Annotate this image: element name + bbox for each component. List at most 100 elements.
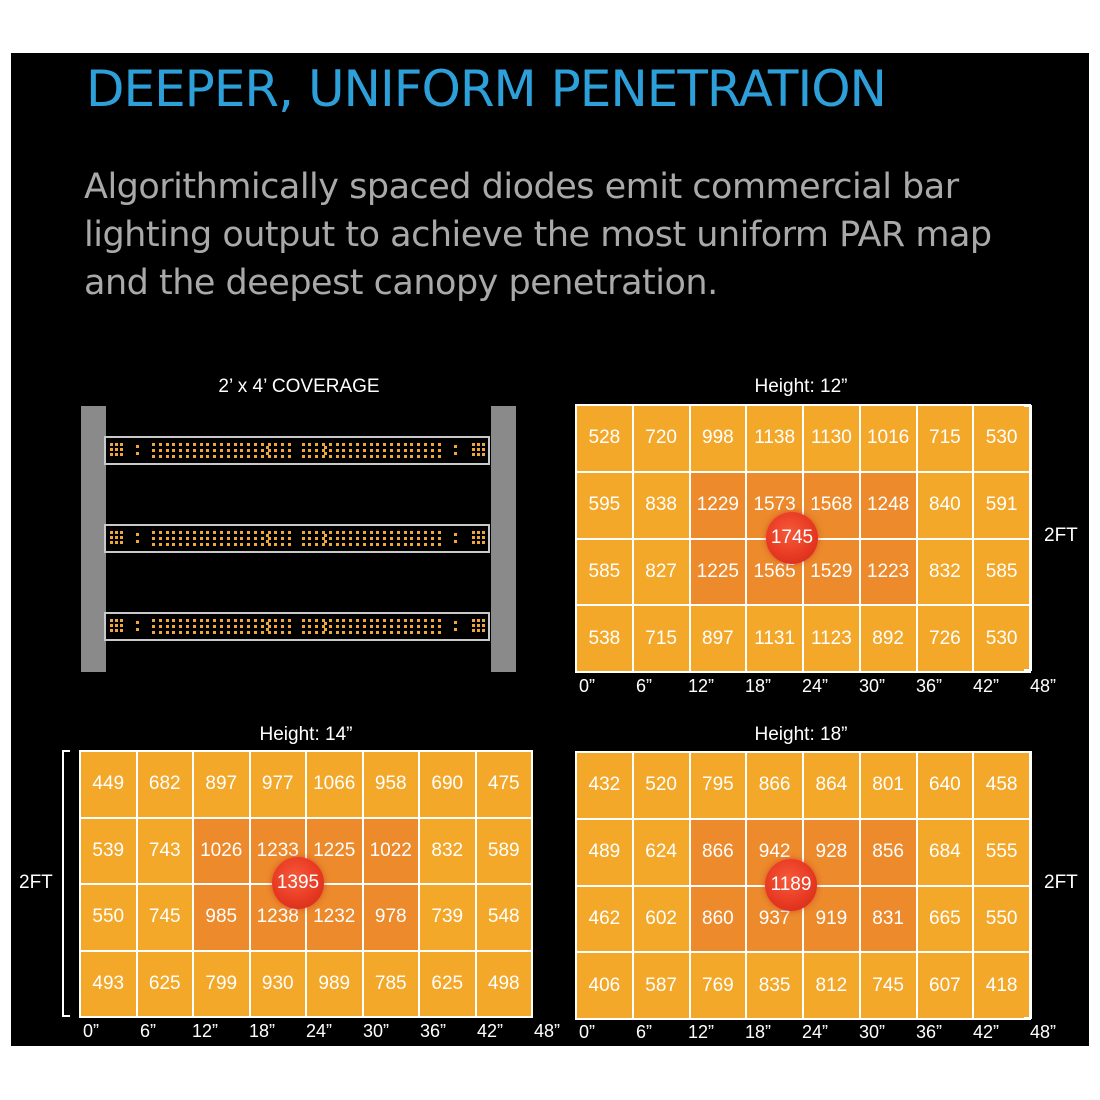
x-tick-label: 36” — [915, 1022, 943, 1042]
x-tick-label: 0” — [578, 1022, 596, 1042]
par-cell: 835 — [747, 953, 802, 1018]
par-cell: 977 — [250, 752, 305, 817]
map-18-title: Height: 18” — [754, 724, 848, 745]
par-cell: 665 — [917, 886, 973, 952]
side-label-14in: 2FT — [19, 872, 53, 893]
par-cell: 827 — [633, 539, 689, 605]
par-cell: 860 — [690, 886, 746, 952]
subtext: Algorithmically spaced diodes emit comme… — [84, 167, 992, 303]
par-cell: 840 — [917, 472, 973, 538]
x-tick-label: 48” — [1029, 1022, 1057, 1042]
par-cell: 1123 — [804, 606, 859, 671]
par-cell: 866 — [690, 819, 746, 885]
par-cell: 418 — [974, 953, 1029, 1018]
par-cell: 462 — [577, 886, 632, 952]
par-cell: 1223 — [860, 539, 916, 605]
par-cell: 989 — [307, 951, 362, 1016]
par-cell: 1138 — [747, 406, 802, 471]
par-cell: 520 — [633, 753, 689, 818]
par-cell: 832 — [917, 539, 973, 605]
x-tick-label: 0” — [82, 1021, 100, 1041]
par-cell: 607 — [917, 953, 973, 1018]
par-cell: 1016 — [860, 406, 916, 471]
par-cell: 684 — [917, 819, 973, 885]
par-cell: 998 — [690, 406, 746, 471]
par-cell: 897 — [690, 606, 746, 671]
par-cell: 799 — [194, 951, 249, 1016]
par-cell: 1225 — [690, 539, 746, 605]
height-brace-12in — [1024, 405, 1032, 671]
par-cell: 832 — [420, 818, 475, 883]
par-cell: 539 — [81, 818, 136, 883]
x-tick-label: 18” — [248, 1021, 276, 1041]
side-label-12in: 2FT — [1044, 525, 1078, 546]
par-cell: 726 — [917, 606, 973, 671]
par-cell: 897 — [194, 752, 249, 817]
x-tick-label: 6” — [635, 676, 653, 696]
par-cell: 432 — [577, 753, 632, 818]
par-cell: 458 — [974, 753, 1029, 818]
x-tick-label: 12” — [687, 1022, 715, 1042]
height-brace-18in — [1024, 751, 1032, 1019]
par-cell: 449 — [81, 752, 136, 817]
x-tick-label: 6” — [139, 1021, 157, 1041]
x-tick-label: 12” — [191, 1021, 219, 1041]
par-cell: 958 — [363, 752, 418, 817]
par-cell: 892 — [860, 606, 916, 671]
par-cell: 538 — [577, 606, 632, 671]
x-tick-label: 24” — [801, 676, 829, 696]
par-cell: 550 — [81, 885, 136, 950]
x-tick-label: 30” — [362, 1021, 390, 1041]
light-bar-1 — [104, 436, 490, 465]
par-cell: 1066 — [307, 752, 362, 817]
x-tick-label: 36” — [419, 1021, 447, 1041]
par-cell: 548 — [476, 885, 531, 950]
par-cell: 498 — [476, 951, 531, 1016]
par-cell: 1248 — [860, 472, 916, 538]
par-cell: 1131 — [747, 606, 802, 671]
par-cell: 550 — [974, 886, 1029, 952]
x-tick-label: 18” — [744, 1022, 772, 1042]
par-cell: 530 — [974, 606, 1029, 671]
peak-value-12in: 1745 — [766, 512, 818, 564]
height-brace-14in — [62, 750, 70, 1017]
x-tick-label: 18” — [744, 676, 772, 696]
par-cell: 978 — [363, 885, 418, 950]
diode-array — [110, 531, 485, 546]
par-cell: 715 — [917, 406, 973, 471]
x-tick-label: 0” — [578, 676, 596, 696]
par-cell: 690 — [420, 752, 475, 817]
par-cell: 856 — [860, 819, 916, 885]
par-cell: 493 — [81, 951, 136, 1016]
par-cell: 602 — [633, 886, 689, 952]
par-cell: 739 — [420, 885, 475, 950]
par-cell: 812 — [804, 953, 859, 1018]
light-bar-3 — [104, 612, 490, 641]
par-cell: 745 — [860, 953, 916, 1018]
par-cell: 585 — [974, 539, 1029, 605]
par-cell: 864 — [804, 753, 859, 818]
par-cell: 985 — [194, 885, 249, 950]
par-cell: 866 — [747, 753, 802, 818]
map-12-title: Height: 12” — [754, 376, 848, 397]
par-cell: 475 — [476, 752, 531, 817]
par-cell: 769 — [690, 953, 746, 1018]
x-tick-label: 42” — [476, 1021, 504, 1041]
x-tick-label: 24” — [801, 1022, 829, 1042]
x-tick-label: 30” — [858, 676, 886, 696]
x-tick-label: 30” — [858, 1022, 886, 1042]
par-cell: 831 — [860, 886, 916, 952]
x-tick-label: 12” — [687, 676, 715, 696]
peak-value-18in: 1189 — [765, 859, 817, 911]
par-cell: 625 — [137, 951, 192, 1016]
par-cell: 528 — [577, 406, 632, 471]
par-cell: 745 — [137, 885, 192, 950]
par-cell: 743 — [137, 818, 192, 883]
side-label-18in: 2FT — [1044, 872, 1078, 893]
x-tick-label: 42” — [972, 1022, 1000, 1042]
x-tick-label: 42” — [972, 676, 1000, 696]
feature-panel: DEEPER, UNIFORM PENETRATION Algorithmica… — [11, 53, 1089, 1046]
par-cell: 1130 — [804, 406, 859, 471]
map-14-title: Height: 14” — [259, 724, 353, 745]
